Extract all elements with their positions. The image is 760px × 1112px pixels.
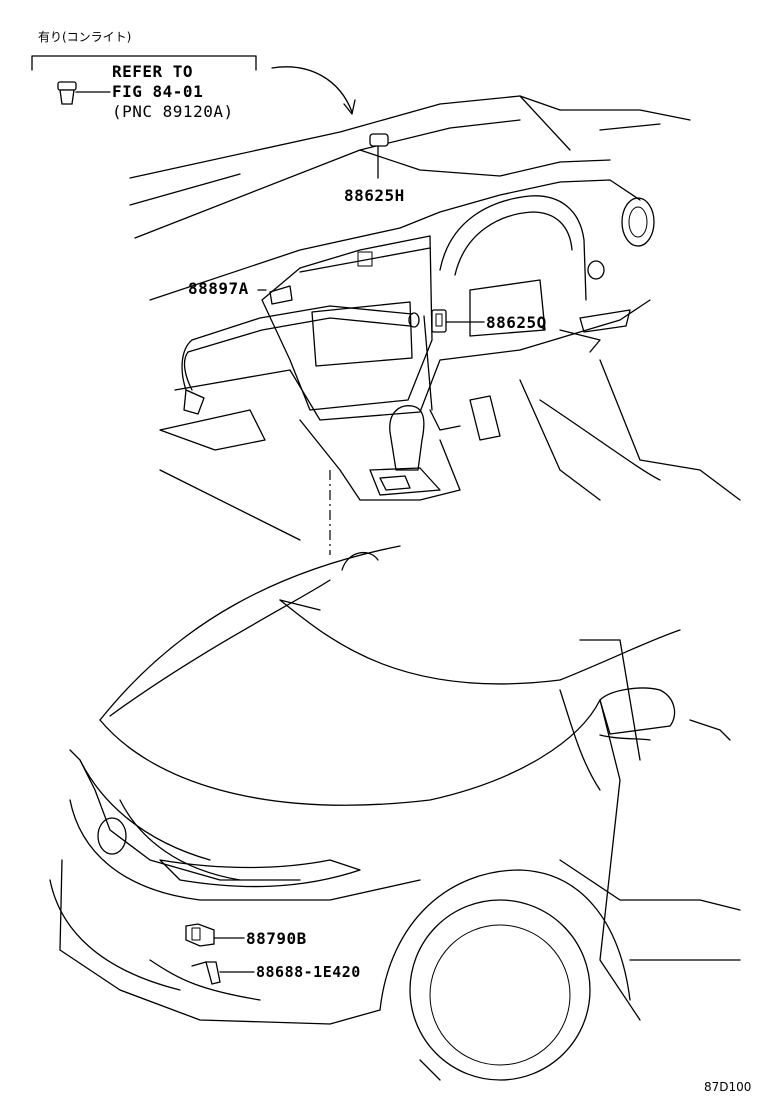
- leader-lines: [213, 289, 485, 973]
- part-label-88688[interactable]: 88688-1E420: [256, 963, 361, 981]
- callout-bracket: [31, 55, 356, 115]
- part-label-88625Q[interactable]: 88625Q: [486, 313, 547, 332]
- part-label-88790B[interactable]: 88790B: [246, 929, 307, 948]
- car-front-illustration: [49, 545, 741, 1081]
- diagram-code: 87D100: [704, 1080, 752, 1094]
- pnc-reference: (PNC 89120A): [112, 102, 234, 121]
- variant-note: 有り(コンライト): [38, 30, 132, 44]
- sensor-cap-icon: [57, 81, 111, 105]
- part-label-88897A[interactable]: 88897A: [188, 279, 249, 298]
- refer-to-label[interactable]: REFER TO: [112, 62, 194, 81]
- dashboard-illustration: [129, 95, 741, 541]
- figure-reference-link[interactable]: FIG 84-01: [112, 82, 204, 101]
- part-label-88625H[interactable]: 88625H: [344, 186, 405, 205]
